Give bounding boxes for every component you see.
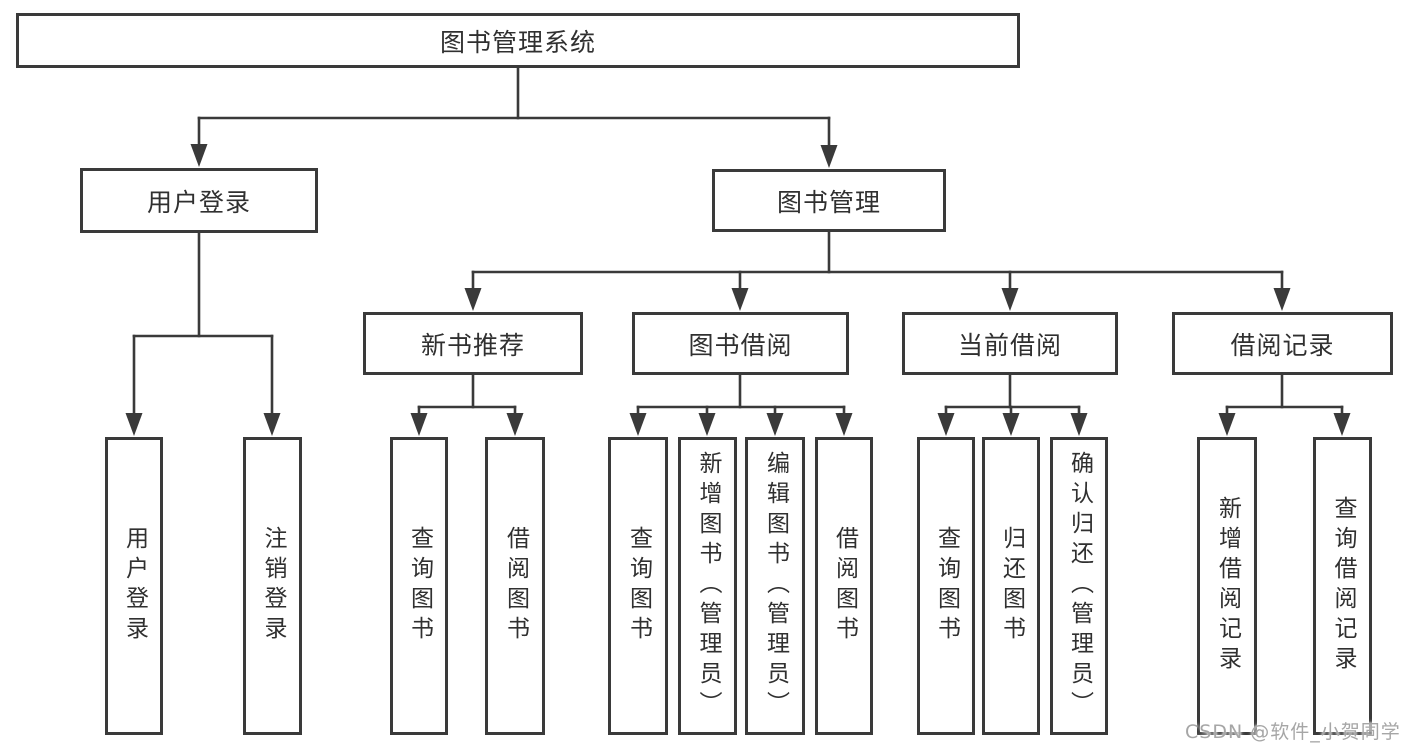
connector-arrowhead <box>835 413 853 436</box>
connector-arrowhead <box>820 145 838 168</box>
leaf-label: 归还图书 <box>998 526 1025 646</box>
connector-arrowhead <box>1001 288 1019 311</box>
leaf-label: 借阅图书 <box>502 526 529 646</box>
connector-arrowhead <box>410 413 428 436</box>
leaf-label: 查询图书 <box>625 526 652 646</box>
leaf-query-borrow-record: 查询借阅记录 <box>1313 437 1372 735</box>
leaf-label: 注销登录 <box>260 526 286 646</box>
connector-arrowhead <box>1002 413 1020 436</box>
leaf-confirm-return-admin: 确认归还（管理员） <box>1050 437 1108 735</box>
node-library-management-system: 图书管理系统 <box>16 13 1020 68</box>
leaf-query-books-current: 查询图书 <box>917 437 975 735</box>
leaf-borrow-books-recommend: 借阅图书 <box>485 437 545 735</box>
connector-arrowhead <box>464 288 482 311</box>
node-label: 借阅记录 <box>1230 330 1335 360</box>
leaf-label: 确认归还（管理员） <box>1066 451 1093 721</box>
connector-arrowhead <box>1273 288 1291 311</box>
leaf-label: 借阅图书 <box>831 526 858 646</box>
connector-arrowhead <box>506 413 524 436</box>
leaf-add-books-admin: 新增图书（管理员） <box>678 437 737 735</box>
connector-arrowhead <box>937 413 955 436</box>
node-borrowing-records: 借阅记录 <box>1172 312 1393 375</box>
connector-arrowhead <box>629 413 647 436</box>
node-book-borrowing: 图书借阅 <box>632 312 849 375</box>
node-label: 图书管理系统 <box>439 27 596 57</box>
connector-arrowhead <box>698 413 716 436</box>
leaf-label: 新增图书（管理员） <box>695 451 721 721</box>
connector-arrowhead <box>766 413 784 436</box>
connector-arrowhead <box>731 288 749 311</box>
node-new-book-recommendation: 新书推荐 <box>363 312 583 375</box>
node-label: 图书管理 <box>776 187 881 217</box>
leaf-borrow-books-borrowing: 借阅图书 <box>815 437 873 735</box>
leaf-logout: 注销登录 <box>243 437 302 735</box>
leaf-label: 新增借阅记录 <box>1214 496 1241 676</box>
connector-arrowhead <box>125 413 143 436</box>
node-label: 新书推荐 <box>420 330 525 360</box>
connector-arrowhead <box>1218 413 1236 436</box>
node-label: 用户登录 <box>146 187 251 217</box>
leaf-add-borrow-record: 新增借阅记录 <box>1197 437 1257 735</box>
connector-arrowhead <box>190 144 208 167</box>
node-label: 图书借阅 <box>688 330 793 360</box>
node-current-borrowing: 当前借阅 <box>902 312 1118 375</box>
leaf-user-login: 用户登录 <box>105 437 163 735</box>
leaf-label: 查询图书 <box>406 526 433 646</box>
watermark: CSDN @软件_小贺同学 <box>1185 721 1401 743</box>
connector-arrowhead <box>1070 413 1088 436</box>
leaf-return-books: 归还图书 <box>982 437 1040 735</box>
leaf-label: 查询图书 <box>933 526 960 646</box>
node-label: 当前借阅 <box>957 330 1062 360</box>
node-book-management: 图书管理 <box>712 169 946 232</box>
node-user-login: 用户登录 <box>80 168 318 233</box>
connector-arrowhead <box>1333 413 1351 436</box>
leaf-edit-books-admin: 编辑图书（管理员） <box>745 437 805 735</box>
leaf-label: 查询借阅记录 <box>1330 496 1356 676</box>
leaf-query-books-borrowing: 查询图书 <box>608 437 668 735</box>
connector-arrowhead <box>263 413 281 436</box>
leaf-label: 编辑图书（管理员） <box>762 451 789 721</box>
leaf-query-books-recommend: 查询图书 <box>390 437 448 735</box>
leaf-label: 用户登录 <box>121 526 148 646</box>
